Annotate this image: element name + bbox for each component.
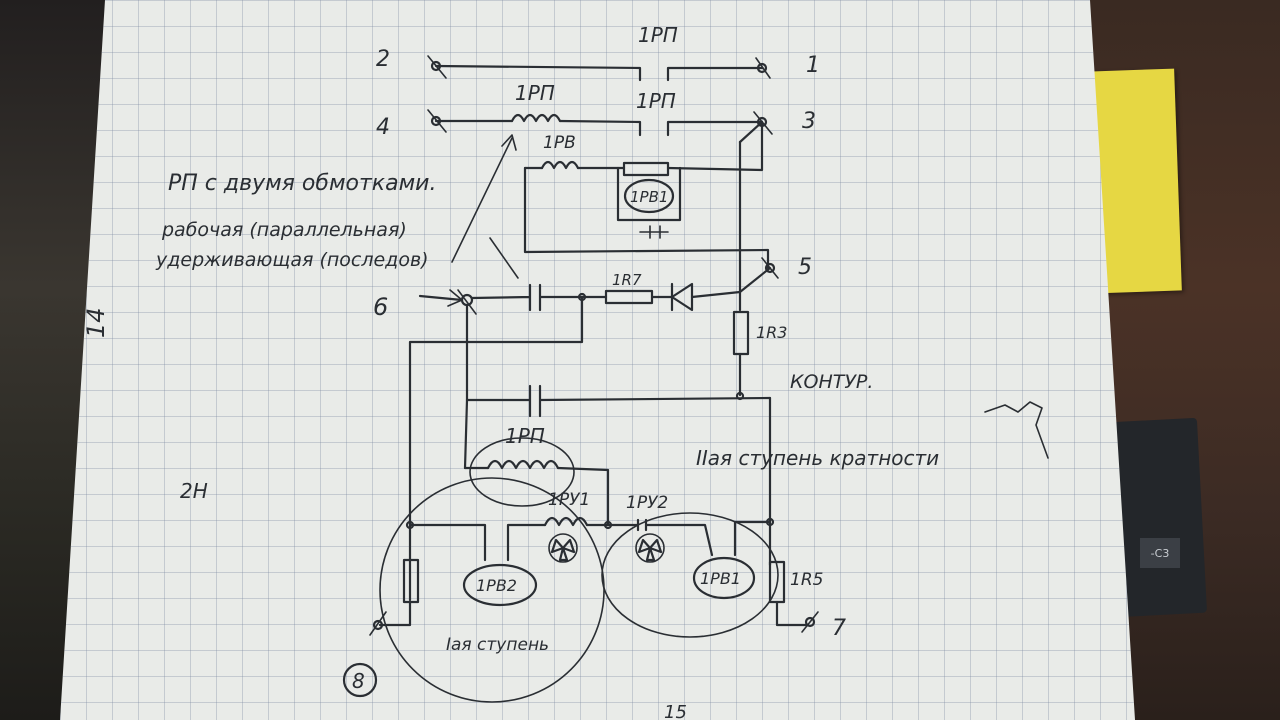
squiggle-mark [984, 401, 1049, 459]
label-relay-1rv-right: 1РВ1 [700, 569, 741, 588]
terminal-5-label: 5 [798, 255, 812, 280]
label-coil-1rp-upper: 1РП [515, 81, 555, 105]
note-stage-two: IIая ступень кратности [696, 446, 939, 470]
label-relay-1ru2: 1РУ2 [626, 493, 668, 513]
terminal-3-label: 3 [802, 109, 816, 134]
note-working-parallel: рабочая (параллельная) [161, 219, 407, 241]
note-stage-one: Iая ступень [446, 635, 549, 655]
notebook-page [60, 0, 1135, 720]
coil-1rp-lower [463, 437, 610, 527]
margin-note-2n: 2Н [180, 479, 208, 503]
label-relay-1rv2: 1РВ2 [476, 576, 517, 595]
terminal-8-label: 8 [352, 669, 365, 693]
page-number: 15 [664, 702, 687, 720]
resistor-1r3 [732, 310, 750, 397]
second-line [427, 109, 773, 137]
stage-one [342, 477, 610, 703]
note-rp-two-windings: РП с двумя обмотками. [168, 171, 436, 196]
label-relay-1rv-box: 1РВ1 [630, 188, 668, 206]
contour-line [463, 384, 772, 567]
label-top-contact: 1РП [638, 23, 678, 47]
terminal-2-label: 2 [376, 47, 390, 72]
label-contact-1rp-lower: 1РП [636, 89, 676, 113]
label-coil-1rp-lower: 1РП [505, 424, 545, 448]
label-coil-1rv: 1РВ [543, 133, 576, 153]
terminal-7-label: 7 [832, 616, 846, 641]
label-resistor-1r5: 1R5 [790, 570, 823, 590]
label-resistor-1r3: 1R3 [756, 323, 787, 342]
label-relay-1ru1: 1РУ1 [548, 490, 590, 510]
device-label: -C3 [1140, 538, 1180, 568]
note-contour: КОНТУР. [790, 371, 873, 393]
stage-two [601, 512, 819, 638]
line-terminal-6 [408, 266, 772, 602]
label-resistor-1r7: 1R7 [612, 271, 642, 289]
note-holding-series: удерживающая (последов) [155, 249, 429, 271]
terminal-4-label: 4 [376, 115, 390, 140]
annotation-arrows [451, 134, 519, 279]
terminal-1-label: 1 [806, 53, 820, 78]
coil-1rv-branch [523, 120, 770, 312]
margin-note-14: 14 [82, 307, 110, 338]
terminal-6-label: 6 [373, 293, 388, 321]
top-contact-line [427, 55, 771, 82]
